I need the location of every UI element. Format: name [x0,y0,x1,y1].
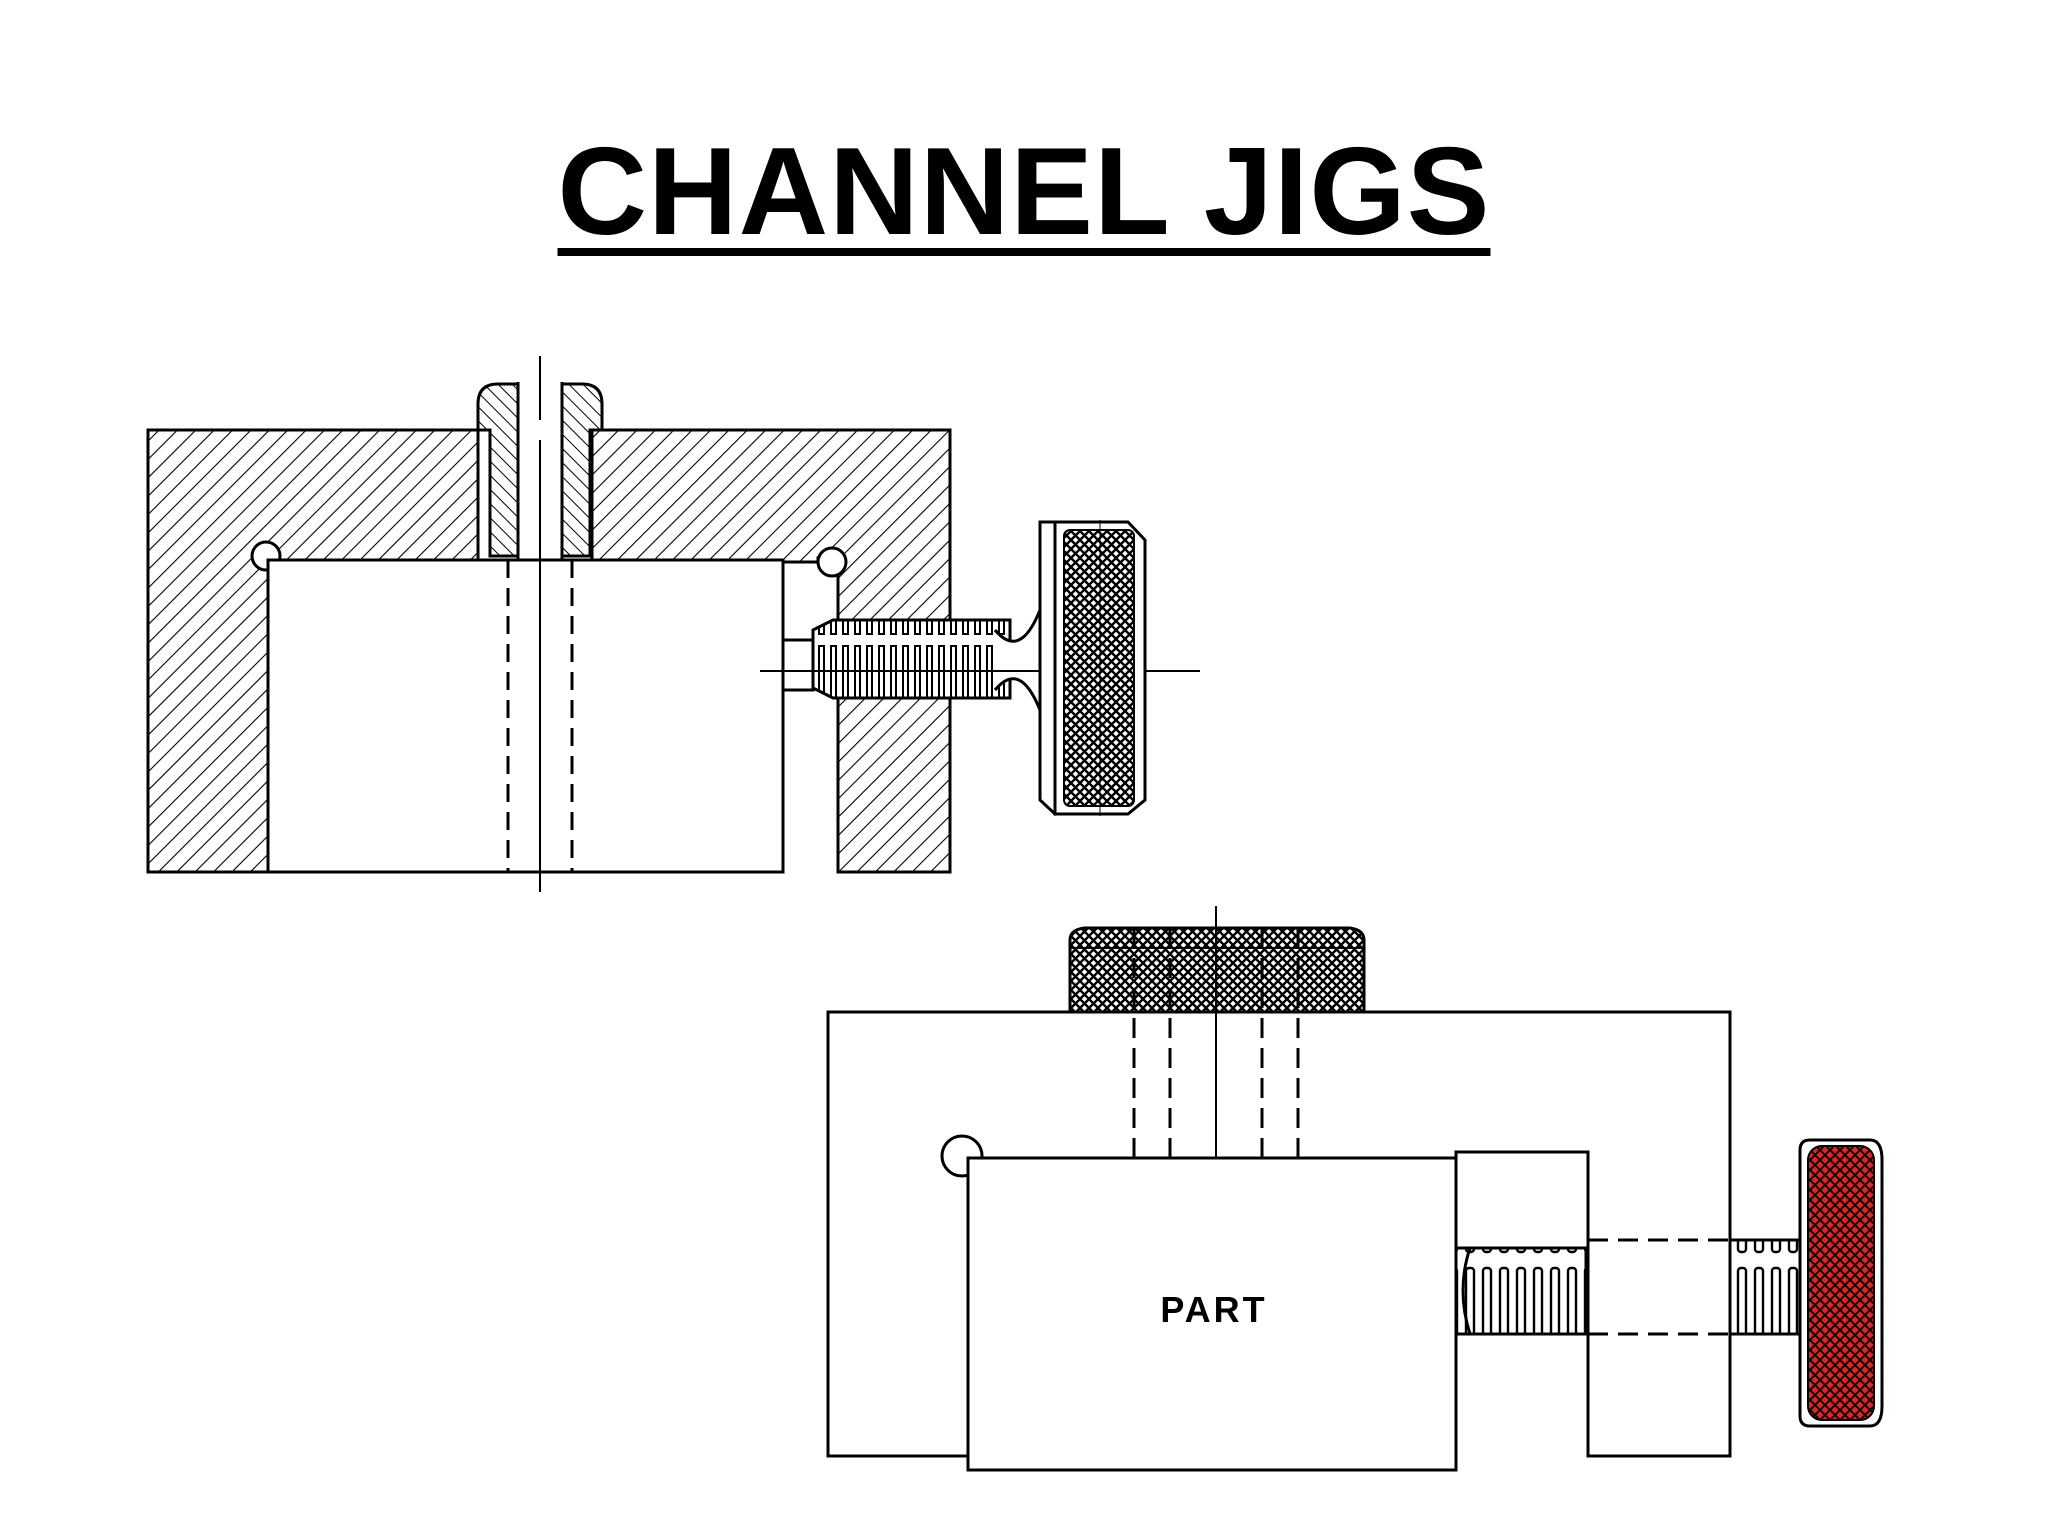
page-title: CHANNEL JIGS [557,123,1491,261]
part-block [966,1156,1458,1472]
part-section [266,558,785,874]
front-view-jig: PART [826,906,1884,1472]
red-knurled-knob [1798,1138,1884,1428]
section-view-jig [146,356,1200,892]
knurled-knob [1038,520,1147,817]
relief-hole-right [816,546,848,578]
front-clamp-screw [1454,1238,1802,1336]
part-label: PART [1160,1289,1267,1330]
